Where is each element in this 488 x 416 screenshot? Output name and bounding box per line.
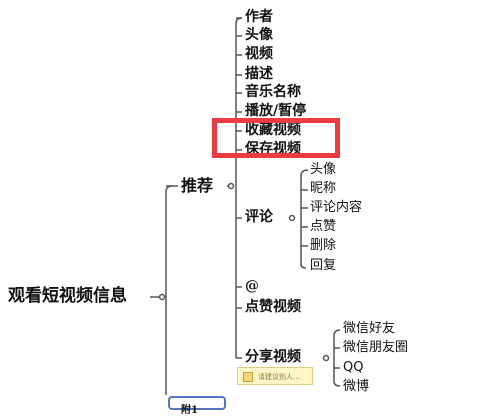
share-child-qq[interactable]: QQ <box>343 360 364 375</box>
share-child-weibo[interactable]: 微博 <box>343 379 370 394</box>
mindmap-canvas: 观看短视频信息 推荐 作者 头像 视频 描述 音乐名称 播放/暂停 收藏视频 保… <box>8 9 409 416</box>
comment-child-avatar[interactable]: 头像 <box>310 162 337 177</box>
node-comment[interactable]: 评论 <box>245 209 273 225</box>
node-share-video[interactable]: 分享视频 <box>245 349 301 365</box>
cut-node-text: 附1 <box>181 405 198 416</box>
node-item-music-name[interactable]: 音乐名称 <box>245 84 301 100</box>
note-callout[interactable]: 请建议别人... <box>237 367 313 385</box>
comment-child-delete[interactable]: 删除 <box>310 238 337 253</box>
comment-child-like[interactable]: 点赞 <box>310 219 337 234</box>
highlight-box <box>212 118 340 158</box>
node-recommend[interactable]: 推荐 <box>181 176 214 195</box>
cut-off-node[interactable]: 附1 <box>168 396 226 416</box>
node-item-play-pause[interactable]: 播放/暂停 <box>245 103 307 119</box>
node-item-author[interactable]: 作者 <box>245 9 273 25</box>
comment-child-nickname[interactable]: 昵称 <box>310 181 337 196</box>
note-text: 请建议别人... <box>258 373 300 381</box>
node-item-video[interactable]: 视频 <box>245 46 273 62</box>
share-child-wechat-friend[interactable]: 微信好友 <box>343 321 396 336</box>
connector-lines <box>150 17 341 395</box>
node-item-description[interactable]: 描述 <box>245 66 273 82</box>
node-like-video[interactable]: 点赞视频 <box>245 299 301 315</box>
comment-child-reply[interactable]: 回复 <box>310 258 337 273</box>
root-node[interactable]: 观看短视频信息 <box>8 286 127 306</box>
node-at[interactable]: @ <box>245 278 259 294</box>
comment-child-content[interactable]: 评论内容 <box>310 200 363 215</box>
node-item-favorite-video[interactable]: 收藏视频 <box>245 122 301 138</box>
node-item-avatar[interactable]: 头像 <box>245 27 273 43</box>
note-icon <box>243 372 253 382</box>
share-child-wechat-moments[interactable]: 微信朋友圈 <box>343 340 409 355</box>
node-item-save-video[interactable]: 保存视频 <box>245 141 301 157</box>
